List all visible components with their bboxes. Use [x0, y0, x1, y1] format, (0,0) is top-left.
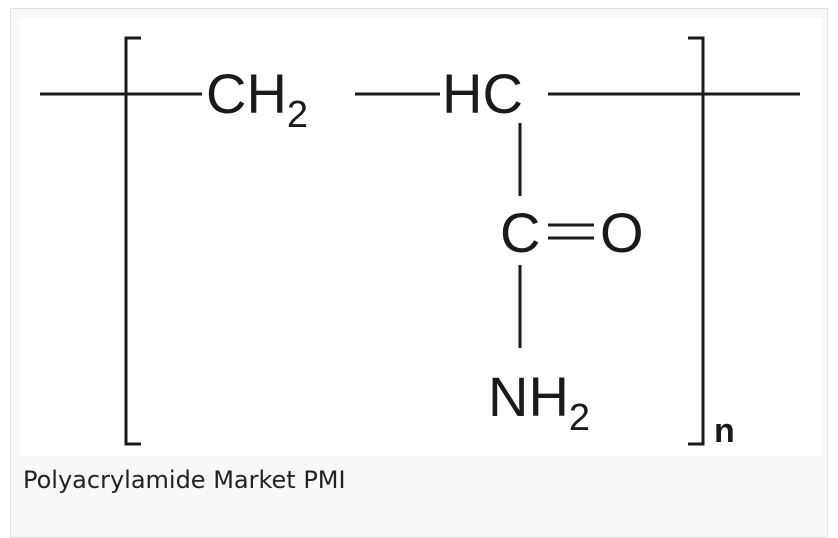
nh2-main: NH — [488, 365, 569, 428]
repeat-subscript-n: n — [714, 412, 735, 450]
carbonyl-carbon: C — [500, 201, 540, 264]
hc-group: HC — [442, 62, 523, 125]
right-bracket — [688, 36, 705, 446]
polyacrylamide-structure: CH2 HC C O NH2 n — [40, 36, 800, 450]
nh2-group: NH2 — [488, 365, 590, 439]
figure-caption: Polyacrylamide Market PMI — [23, 466, 346, 494]
structure-diagram: CH2 HC C O NH2 n — [20, 18, 822, 456]
nh2-subscript: 2 — [569, 397, 590, 439]
ch2-main: CH — [206, 62, 287, 125]
left-bracket — [124, 36, 141, 446]
carbonyl-oxygen: O — [600, 201, 644, 264]
ch2-group: CH2 — [206, 62, 308, 136]
ch2-subscript: 2 — [287, 94, 308, 136]
